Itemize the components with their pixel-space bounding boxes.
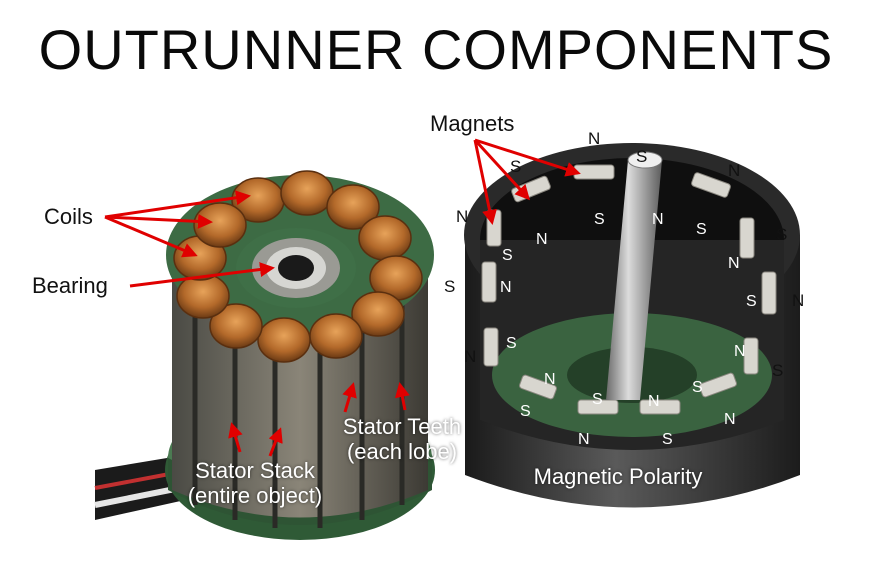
polarity-s: S <box>692 379 703 396</box>
polarity-s: S <box>510 157 522 176</box>
bearing-label: Bearing <box>32 273 108 298</box>
rotor-assembly <box>464 143 800 508</box>
polarity-s: S <box>636 147 648 166</box>
coils-label: Coils <box>44 204 93 229</box>
polarity-s: S <box>772 361 784 380</box>
polarity-n: N <box>652 211 664 228</box>
polarity-s: S <box>444 277 456 296</box>
polarity-n: N <box>728 255 740 272</box>
polarity-s: S <box>776 225 788 244</box>
annotation-arrows <box>104 138 581 457</box>
polarity-n: N <box>500 279 512 296</box>
magnetic-polarity-label: Magnetic Polarity <box>533 464 703 489</box>
polarity-n: N <box>724 411 736 428</box>
polarity-n: N <box>648 393 660 410</box>
polarity-s: S <box>592 391 603 408</box>
stator-stack-line1: Stator Stack <box>195 458 315 483</box>
polarity-s: S <box>502 247 513 264</box>
polarity-n: N <box>588 129 601 148</box>
stator-stack-label: Stator Stack (entire object) <box>160 458 350 509</box>
polarity-s: S <box>746 293 757 310</box>
polarity-n: N <box>792 291 805 310</box>
polarity-n: N <box>536 231 548 248</box>
stator-assembly <box>94 170 435 540</box>
polarity-s: S <box>594 211 605 228</box>
page-title: OUTRUNNER COMPONENTS <box>38 18 834 81</box>
stator-stack-line2: (entire object) <box>187 483 323 509</box>
polarity-n: N <box>734 343 746 360</box>
polarity-n: N <box>456 207 469 226</box>
stator-teeth-line1: Stator Teeth <box>342 414 462 439</box>
polarity-s: S <box>520 403 531 420</box>
polarity-n: N <box>578 431 590 448</box>
polarity-s: S <box>662 431 673 448</box>
stator-teeth-line2: (each lobe) <box>346 439 458 465</box>
magnets-label: Magnets <box>430 111 515 136</box>
stator-teeth-label: Stator Teeth (each lobe) <box>322 414 482 465</box>
polarity-n: N <box>544 371 556 388</box>
polarity-s: S <box>696 221 707 238</box>
polarity-n: N <box>464 347 477 366</box>
polarity-n: N <box>728 161 741 180</box>
polarity-s: S <box>506 335 517 352</box>
